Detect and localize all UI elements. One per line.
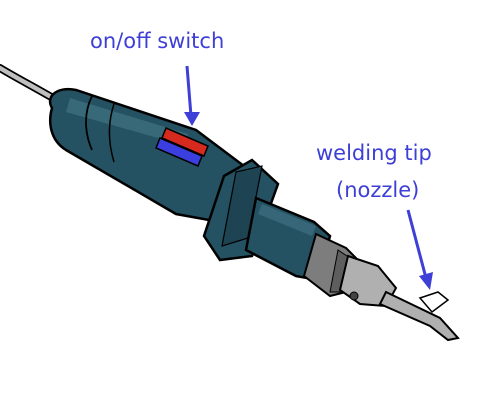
arrow-to-switch-icon (184, 65, 200, 126)
welding-tip (378, 290, 460, 342)
nozzle-label: (nozzle) (336, 178, 420, 202)
arrow-to-tip-icon (406, 209, 433, 290)
on-off-switch (155, 127, 209, 167)
on-off-switch-label: on/off switch (90, 29, 225, 53)
welding-tip-label: welding tip (316, 141, 432, 165)
